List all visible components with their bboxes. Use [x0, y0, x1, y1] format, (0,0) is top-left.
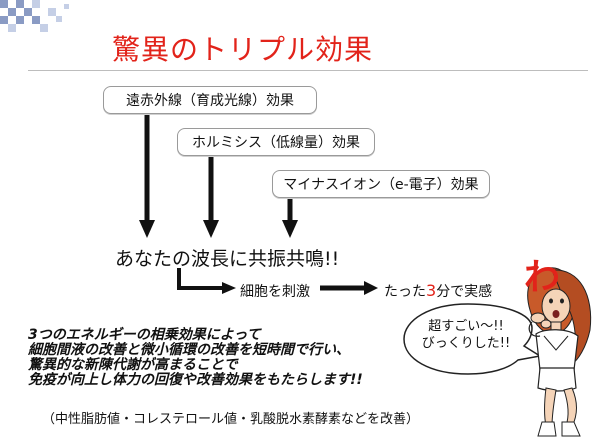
description-line: 免疫が向上し体力の回復や改善効果をもたらします!! [28, 372, 363, 388]
effect-box-far-infrared: 遠赤外線（育成光線）効果 [103, 86, 317, 114]
description-text: 3つのエネルギーの相乗効果によって 細胞間液の改善と微小循環の改善を短時間で行い… [28, 328, 363, 388]
speech-bubble-text: 超すごい～!! びっくりした!! [418, 318, 514, 352]
speech-line: 超すごい～!! [428, 319, 504, 334]
feel-prefix: たった [384, 284, 426, 300]
checker-pattern-decoration [0, 0, 69, 32]
footnote: （中性脂肪値・コレステロール値・乳酸脱水素酵素などを改善） [42, 412, 420, 427]
title-divider [28, 70, 588, 71]
arrow-infrared [139, 114, 155, 238]
effect-box-hormesis: ホルミシス（低線量）効果 [177, 128, 375, 156]
speech-bubble [403, 303, 543, 375]
description-line: 驚異的な新陳代謝が高まることで [28, 357, 238, 373]
effect-box-minus-ion: マイナスイオン（e-電子）効果 [272, 170, 490, 198]
description-line: 3つのエネルギーの相乗効果によって [28, 327, 261, 343]
arrow-minus-ion [282, 198, 298, 238]
feel-minutes-number: 3 [426, 281, 437, 300]
arrow-to-result [320, 281, 378, 295]
feel-suffix: 分で実感 [436, 284, 493, 300]
slide-title: 驚異のトリプル効果 [112, 33, 374, 66]
step-cell-stimulation: 細胞を刺激 [240, 284, 310, 300]
speech-line: びっくりした!! [421, 336, 511, 351]
arrow-to-cell-stimulation [177, 268, 236, 294]
step-feel-result: たった3分で実感 [384, 281, 492, 301]
surprised-woman-illustration [527, 267, 592, 437]
resonance-heading: あなたの波長に共振共鳴!! [115, 248, 340, 270]
arrow-hormesis [203, 156, 219, 238]
exclamation-character: わ [524, 256, 561, 298]
description-line: 細胞間液の改善と微小循環の改善を短時間で行い、 [28, 342, 350, 358]
